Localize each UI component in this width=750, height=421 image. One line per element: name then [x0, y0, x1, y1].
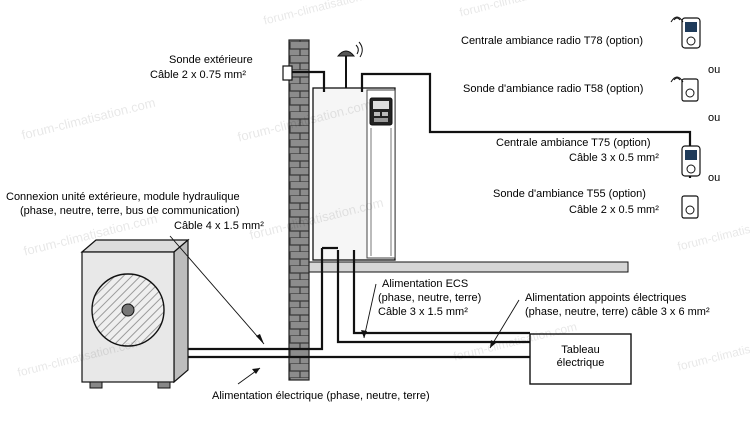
outdoor-unit — [80, 238, 190, 389]
electrical-panel-box — [529, 333, 632, 385]
connexion-label-line1: Connexion unité extérieure, module hydra… — [6, 191, 240, 203]
radio-controller-t78-icon — [670, 16, 701, 49]
or-label-2: ou — [708, 112, 721, 124]
control-panel-icon — [369, 97, 393, 126]
appoints-title: Alimentation appoints électriques — [525, 292, 687, 304]
radio-sensor-t58-icon — [670, 76, 699, 102]
connexion-label-line2: (phase, neutre, terre, bus de communicat… — [20, 205, 240, 217]
panel-label-line1: Tableau — [561, 344, 600, 356]
outdoor-sensor-cable: Câble 2 x 0.75 mm² — [150, 69, 246, 81]
appoints-detail: (phase, neutre, terre) câble 3 x 6 mm² — [525, 306, 710, 318]
connexion-cable-label: Câble 4 x 1.5 mm² — [174, 220, 264, 232]
or-label-3: ou — [708, 172, 721, 184]
ecs-title: Alimentation ECS — [382, 278, 469, 290]
radio-sensor-label: Sonde d'ambiance radio T58 (option) — [463, 83, 644, 95]
arrowheads — [252, 330, 496, 374]
power-supply-label: Alimentation électrique (phase, neutre, … — [212, 390, 430, 402]
sensor-t55-label: Sonde d'ambiance T55 (option) — [493, 188, 646, 200]
controller-t75-cable: Câble 3 x 0.5 mm² — [569, 152, 659, 164]
controller-t75-label: Centrale ambiance T75 (option) — [496, 137, 651, 149]
ecs-cable: Câble 3 x 1.5 mm² — [378, 306, 468, 318]
or-label-1: ou — [708, 64, 721, 76]
antenna-icon — [336, 41, 363, 88]
wiring — [188, 70, 692, 359]
brick-wall — [288, 39, 310, 381]
ecs-detail: (phase, neutre, terre) — [378, 292, 482, 304]
controller-t75-icon — [681, 145, 701, 177]
panel-label-line2: électrique — [556, 357, 605, 369]
outdoor-sensor-title: Sonde extérieure — [169, 54, 253, 66]
sensor-t55-icon — [681, 195, 699, 219]
outdoor-sensor-icon — [282, 65, 293, 81]
sensor-t55-cable: Câble 2 x 0.5 mm² — [569, 204, 659, 216]
radio-controller-label: Centrale ambiance radio T78 (option) — [461, 35, 644, 47]
